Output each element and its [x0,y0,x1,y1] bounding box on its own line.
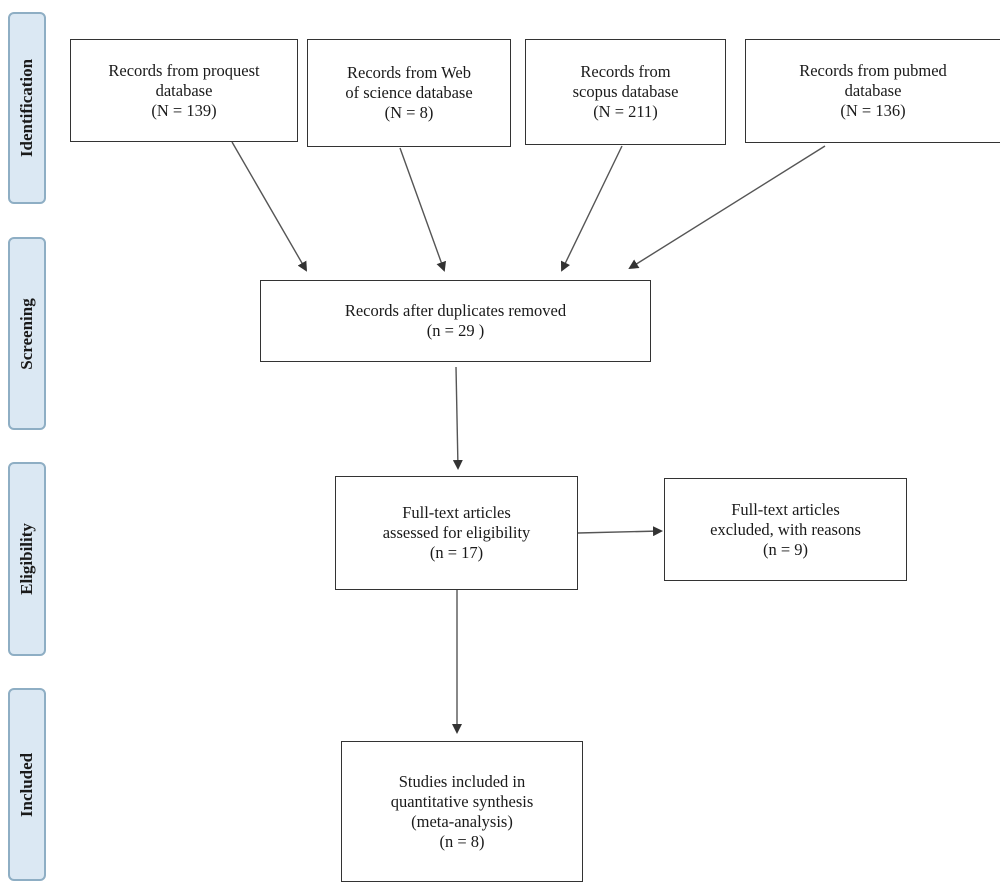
scopus-line1: Records from [580,62,671,81]
studies-included-box: Studies included in quantitative synthes… [341,741,583,882]
included-count: (n = 8) [439,831,485,851]
excluded-count: (n = 9) [762,539,809,559]
dedup-line1: Records after duplicates removed [344,301,567,320]
scopus-line2: scopus database [572,82,679,101]
arrow-wos-to-dedup [399,147,446,272]
fulltext-count: (n = 17) [429,543,484,562]
stage-eligibility: Eligibility [8,462,46,656]
wos-records-box: Records from Web of science database (N … [307,39,511,147]
fulltext-line1: Full-text articles [402,503,511,522]
stage-included: Included [8,688,46,881]
included-line2: quantitative synthesis [390,791,534,811]
pubmed-count: (N = 136) [840,101,906,120]
dedup-count: (n = 29 ) [426,321,485,340]
arrow-scopus-to-dedup [560,145,623,272]
fulltext-line2: assessed for eligibility [382,523,531,542]
fulltext-excluded-box: Full-text articles excluded, with reason… [664,478,907,581]
proquest-count: (N = 139) [151,100,217,120]
pubmed-line2: database [844,81,902,100]
stage-identification-label: Identification [17,58,36,158]
stage-eligibility-label: Eligibility [17,523,36,595]
arrow-pubmed-to-dedup [628,145,826,270]
excluded-line1: Full-text articles [731,499,840,519]
wos-line2: of science database [345,83,473,102]
arrow-fulltext-to-excluded [577,526,663,537]
included-line3: (meta-analysis) [411,811,513,831]
pubmed-line1: Records from pubmed [799,61,947,80]
arrow-proquest-to-dedup [231,141,308,272]
proquest-line2: database [155,80,213,100]
proquest-records-box: Records from proquest database (N = 139) [70,39,298,142]
included-line1: Studies included in [398,771,526,791]
stage-identification: Identification [8,12,46,204]
stage-screening-label: Screening [17,297,36,370]
wos-line1: Records from Web [347,63,471,82]
fulltext-assessed-box: Full-text articles assessed for eligibil… [335,476,578,590]
pubmed-records-box: Records from pubmed database (N = 136) [745,39,1000,143]
scopus-count: (N = 211) [593,102,658,121]
scopus-records-box: Records from scopus database (N = 211) [525,39,726,145]
dedup-records-box: Records after duplicates removed (n = 29… [260,280,651,362]
stage-included-label: Included [17,752,36,817]
wos-count: (N = 8) [384,103,434,122]
excluded-line2: excluded, with reasons [710,519,861,539]
proquest-line1: Records from proquest [108,60,260,80]
arrow-dedup-to-fulltext [452,366,463,470]
stage-screening: Screening [8,237,46,430]
